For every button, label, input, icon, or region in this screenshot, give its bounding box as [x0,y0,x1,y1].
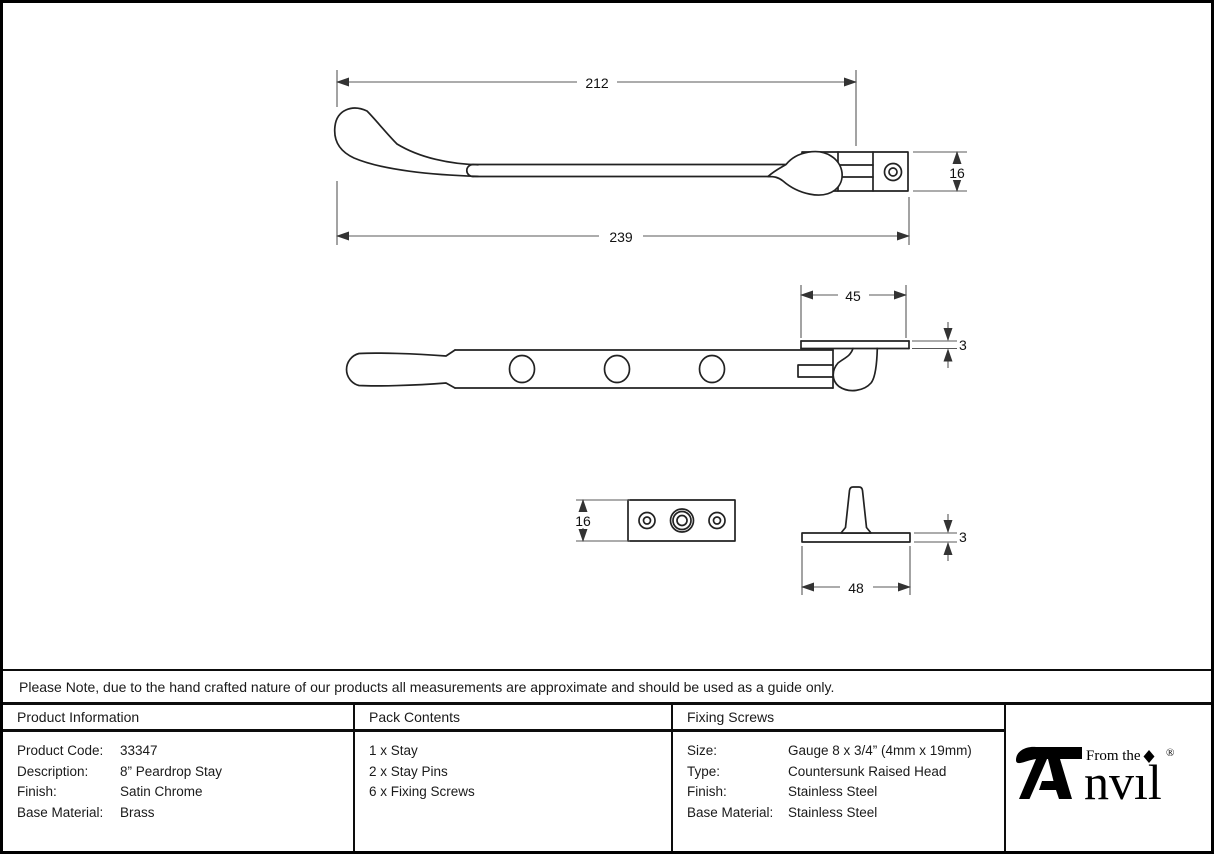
row-label: Base Material: [17,804,104,820]
dim-16-keep-label: 16 [949,165,965,181]
table-row: Type: Countersunk Raised Head [687,762,1004,783]
dimension-45: 45 [800,285,907,338]
table-row: Size: Gauge 8 x 3/4” (4mm x 19mm) [687,741,1004,762]
stay-hole-icon [603,354,631,384]
list-item: 1 x Stay [369,743,418,758]
pack-contents-header: Pack Contents [355,705,673,732]
row-value: Stainless Steel [788,784,878,799]
row-label: Product Code: [17,743,104,758]
row-label: Base Material: [687,804,774,820]
table-row: Base Material: Brass [17,803,353,824]
dimension-16-keep: 16 [913,151,969,192]
row-value: Countersunk Raised Head [788,763,947,779]
keep-screw-hole-icon [638,511,656,530]
product-info-table: Product Information Pack Contents Fixing… [3,705,1211,851]
brand-logo-cell: nvıl From the ® [1006,705,1211,851]
table-row: Finish: Satin Chrome [17,782,353,803]
stay-side-view [333,107,909,196]
dimension-239: 239 [336,181,910,245]
pack-contents-body: 1 x Stay 2 x Stay Pins 6 x Fixing Screws [355,732,673,851]
keep-screw-hole-icon [708,511,726,530]
dim-239-label: 239 [609,229,633,245]
dimension-16-plate: 16 [571,499,630,542]
diamond-dot-icon [1143,750,1154,763]
keep-plate-view [627,499,736,542]
keep-center-hole-icon [669,508,695,533]
brand-wordmark: nvıl [1084,754,1162,810]
row-value: Stainless Steel [788,804,878,820]
dimension-3-plate: 3 [912,322,967,368]
table-row: Product Code: 33347 [17,741,353,762]
stay-pin-view [801,486,911,543]
dimension-48: 48 [801,546,911,596]
row-value: Gauge 8 x 3/4” (4mm x 19mm) [788,743,972,758]
dim-212-label: 212 [585,75,609,91]
list-item: 6 x Fixing Screws [369,784,475,799]
row-label: Finish: [17,784,57,799]
dim-45-label: 45 [845,288,861,304]
row-value: Satin Chrome [120,784,203,799]
dim-48-label: 48 [848,580,864,596]
product-information-body: Product Code: 33347 Description: 8” Pear… [3,732,355,851]
stay-plan-view [345,340,910,392]
row-value: 33347 [120,743,158,758]
fixing-screws-body: Size: Gauge 8 x 3/4” (4mm x 19mm) Type: … [673,732,1006,851]
dim-3-pin-label: 3 [959,529,967,545]
brand-tagline: From the [1086,748,1141,764]
fixing-screws-header: Fixing Screws [673,705,1006,732]
measurement-note-text: Please Note, due to the hand crafted nat… [19,678,835,695]
technical-drawing-svg: 212 239 [333,70,969,596]
row-label: Description: [17,763,89,779]
anvil-a-left-leg [1018,759,1047,799]
row-label: Size: [687,743,718,758]
dim-16-plate-label: 16 [575,513,591,529]
table-row: Description: 8” Peardrop Stay [17,762,353,783]
anvil-a-icon [1015,746,1082,799]
list-item: 2 x Stay Pins [369,763,448,779]
measurement-note: Please Note, due to the hand crafted nat… [3,669,1211,705]
table-row: Base Material: Stainless Steel [687,803,1004,824]
row-value: Brass [120,804,155,820]
row-label: Type: [687,763,721,779]
stay-hole-icon [698,354,726,384]
product-information-header: Product Information [3,705,355,732]
stay-hole-icon [508,354,536,384]
from-the-anvil-logo: nvıl From the ® [1015,746,1174,810]
row-value: 8” Peardrop Stay [120,763,223,779]
screw-hole-icon [883,162,903,182]
dim-3-plate-label: 3 [959,337,967,353]
table-row: Finish: Stainless Steel [687,782,1004,803]
row-label: Finish: [687,784,727,799]
registered-mark: ® [1166,747,1174,759]
dimension-3-pin: 3 [914,514,967,561]
dimension-212: 212 [336,70,857,146]
technical-drawing-area: 212 239 [3,3,1211,669]
